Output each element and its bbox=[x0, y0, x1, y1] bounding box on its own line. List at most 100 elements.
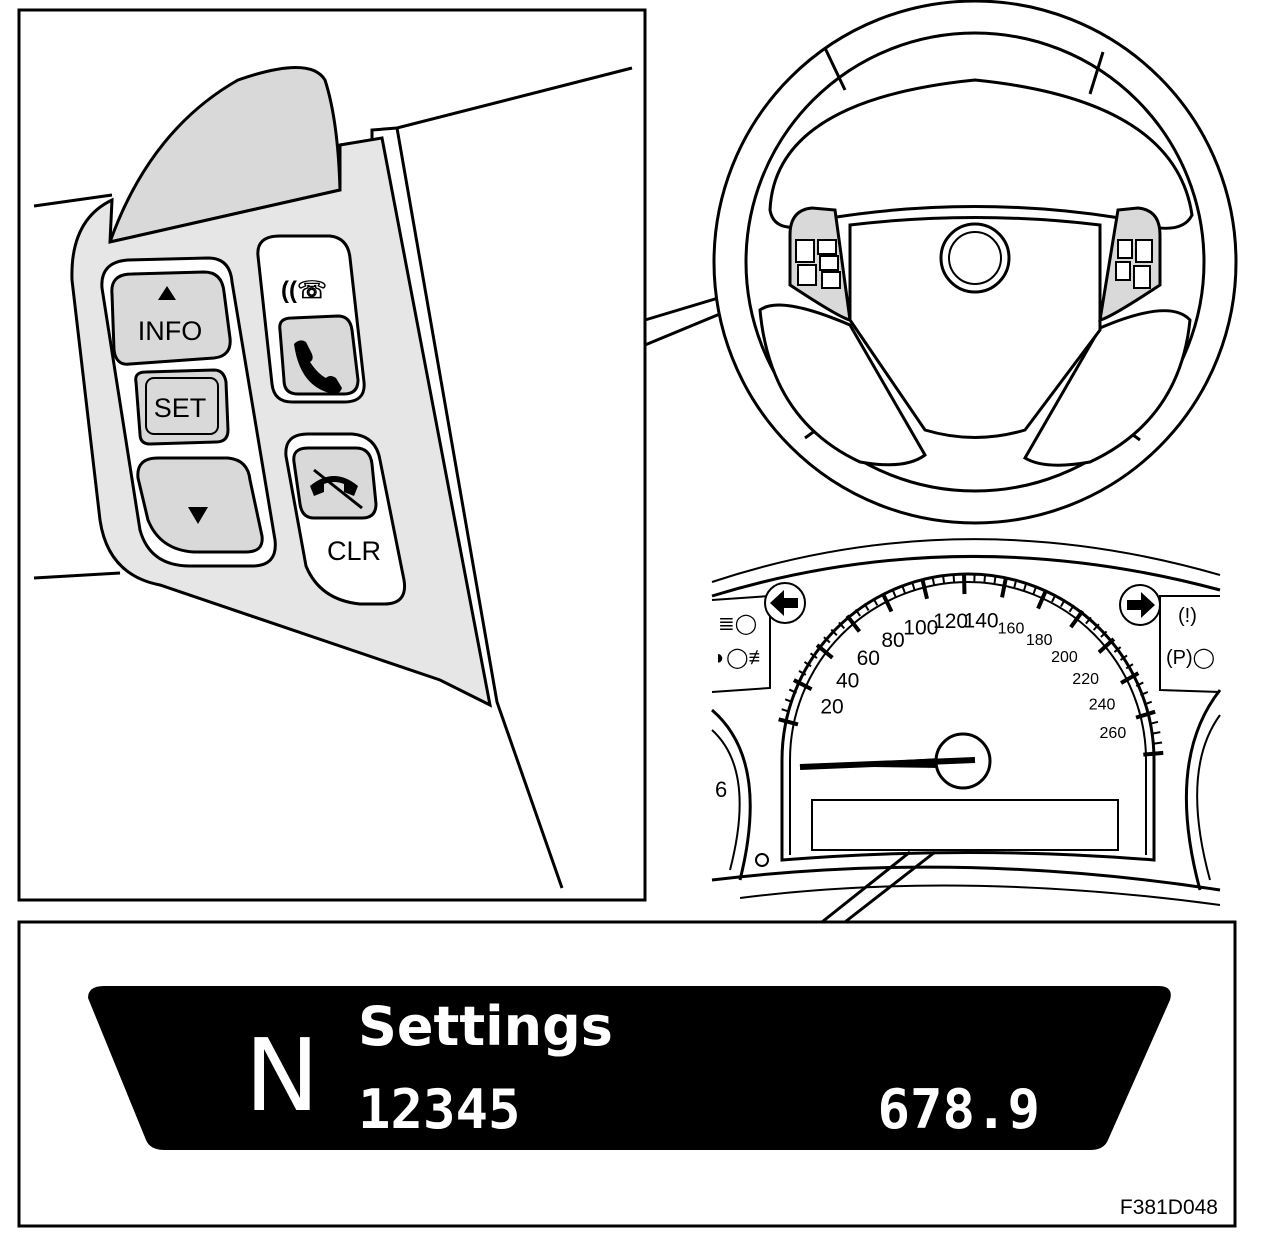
answer-call-button[interactable] bbox=[278, 314, 360, 396]
speedometer-tick bbox=[993, 575, 997, 585]
speedometer-tick bbox=[1022, 582, 1028, 591]
info-button-label: INFO bbox=[138, 316, 203, 346]
gear-indicator: N bbox=[245, 1017, 320, 1134]
speedometer-tick bbox=[823, 636, 831, 644]
speedometer-tick bbox=[1143, 700, 1153, 706]
left-gauge-digit: 6 bbox=[715, 777, 727, 802]
speedometer-tick bbox=[1143, 750, 1164, 757]
steering-wheel bbox=[712, 0, 1238, 525]
spoke-edge-top bbox=[33, 193, 113, 208]
wheel-upper-opening bbox=[768, 78, 1194, 230]
left-arrow-icon bbox=[770, 590, 798, 616]
rim-inner-edge bbox=[395, 127, 564, 889]
phone-hangup-icon bbox=[310, 476, 358, 496]
speedometer-tick bbox=[854, 608, 861, 617]
trip-reset-knob bbox=[755, 853, 769, 867]
speedometer-tick bbox=[809, 652, 818, 659]
speedometer-label: 140 bbox=[964, 610, 999, 633]
speedometer-tick bbox=[1120, 671, 1140, 685]
pod-left-btn-1 bbox=[795, 239, 815, 263]
speedometer-tick bbox=[880, 592, 894, 613]
speedometer-tick bbox=[1125, 663, 1134, 670]
figure-code: F381D048 bbox=[1120, 1196, 1218, 1219]
parking-brake-icon: (P)◯ bbox=[1166, 647, 1215, 669]
speedometer-tick bbox=[1068, 604, 1075, 613]
up-arrow-icon bbox=[158, 286, 176, 300]
speedometer-tick bbox=[1135, 681, 1144, 687]
voice-button[interactable]: ((☏ bbox=[266, 244, 346, 310]
speedometer-label: 120 bbox=[933, 610, 968, 633]
cluster-top-edge bbox=[711, 554, 1221, 598]
speedometer-tick bbox=[872, 597, 879, 606]
info-up-button[interactable]: INFO bbox=[110, 270, 232, 366]
speedometer-tick bbox=[1097, 637, 1116, 654]
pod-left-btn-2 bbox=[797, 264, 817, 286]
speedometer-needle-shaft bbox=[799, 757, 976, 770]
speedometer-tick bbox=[845, 614, 862, 633]
display-right-value: 678.9 bbox=[877, 1078, 1040, 1141]
wheel-hub bbox=[848, 216, 1102, 439]
speedometer-tick bbox=[815, 643, 834, 660]
speedometer-tick bbox=[788, 688, 797, 694]
display-left-value: 12345 bbox=[358, 1078, 521, 1141]
headlight-icon: ≣◯ bbox=[718, 613, 757, 635]
speedometer-tick bbox=[942, 575, 946, 584]
speedometer-tick bbox=[792, 678, 813, 692]
wheel-emblem-inner bbox=[948, 231, 1002, 285]
set-button-label: SET bbox=[154, 393, 207, 423]
wheel-lower-right-opening bbox=[1022, 309, 1192, 467]
right-arrow-icon bbox=[1127, 592, 1155, 618]
spoke-edge-bottom bbox=[33, 571, 121, 580]
speedometer-label: 180 bbox=[1026, 632, 1053, 649]
speedometer-tick bbox=[983, 574, 987, 583]
set-button[interactable]: SET bbox=[134, 368, 230, 446]
speedometer-tick bbox=[1140, 691, 1149, 697]
speedometer-tick bbox=[911, 581, 916, 591]
speedometer-label: 40 bbox=[836, 669, 859, 692]
switch-hump bbox=[107, 66, 342, 245]
pod-right-btn-4 bbox=[1133, 265, 1151, 289]
left-gauge-arc bbox=[711, 708, 752, 881]
speedometer-tick bbox=[838, 621, 846, 630]
speedometer-tick bbox=[1051, 594, 1057, 603]
speedometer-label: 60 bbox=[857, 647, 880, 670]
left-gauge-scale bbox=[711, 729, 741, 871]
speedometer-tick bbox=[1036, 589, 1048, 610]
speedometer-tick bbox=[1085, 616, 1092, 625]
speedometer-tick bbox=[1149, 720, 1159, 725]
speedometer-label: 200 bbox=[1051, 649, 1078, 666]
speedometer-tick bbox=[781, 708, 790, 713]
speedometer-tick bbox=[1092, 623, 1100, 631]
clr-button-label: CLR bbox=[327, 536, 381, 566]
pod-right-btn-2 bbox=[1115, 261, 1131, 281]
right-gauge-arc bbox=[1184, 689, 1222, 891]
cluster-bottom-edge bbox=[711, 865, 1221, 892]
cluster-bottom-trim bbox=[739, 884, 1221, 906]
left-warning-panel bbox=[711, 594, 771, 693]
speedometer-tick bbox=[920, 578, 929, 600]
speedometer-tick bbox=[931, 577, 936, 586]
speedometer-tick bbox=[1113, 646, 1122, 653]
wheel-stitch-marks bbox=[804, 47, 1141, 442]
down-button[interactable] bbox=[136, 456, 264, 554]
phone-answer-icon bbox=[294, 340, 342, 394]
speedometer-tick bbox=[803, 661, 812, 668]
display-closeup-panel: N Settings 12345 678.9 F381D048 bbox=[17, 920, 1237, 1228]
info-display-screen bbox=[88, 986, 1171, 1150]
display-title: Settings bbox=[358, 995, 613, 1058]
speedometer-label: 240 bbox=[1089, 697, 1116, 714]
speedometer-inner-bezel bbox=[789, 581, 1147, 855]
speedometer-tick bbox=[798, 670, 807, 676]
pod-left-btn-5 bbox=[821, 271, 841, 289]
speedometer-tick bbox=[901, 585, 906, 594]
speedometer-tick bbox=[1013, 579, 1018, 589]
voice-recognition-icon: ((☏ bbox=[281, 277, 327, 304]
fog-light-icon: ◗◯≢ bbox=[714, 647, 768, 669]
end-call-button[interactable] bbox=[292, 446, 378, 520]
speedometer-label: 100 bbox=[903, 617, 938, 640]
wheel-lower-left-opening bbox=[758, 303, 927, 467]
brake-warning-icon: (!) bbox=[1178, 605, 1197, 627]
